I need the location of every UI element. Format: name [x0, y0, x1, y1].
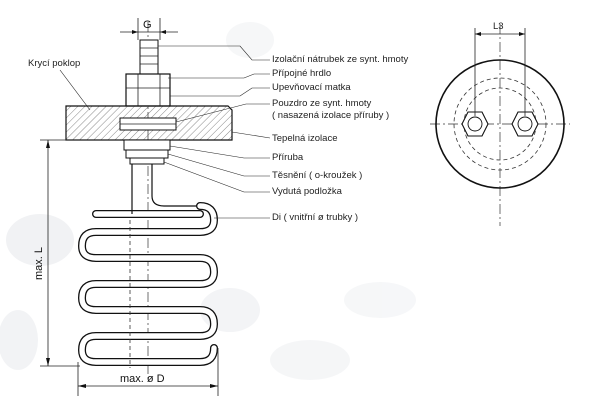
label-kryci-poklop: Krycí poklop — [28, 58, 80, 69]
gasket-o-ring — [125, 149, 169, 159]
label-vyduta-podlozka: Vydutá podložka — [272, 186, 343, 197]
flange — [123, 139, 171, 151]
label-upevnovaci-matka: Upevňovací matka — [272, 82, 351, 93]
right-labels: Izolační nátrubek ze synt. hmoty Přípojn… — [158, 45, 408, 223]
label-tesneni: Těsnění ( o-kroužek ) — [272, 170, 362, 181]
cupped-washer — [129, 157, 165, 165]
label-tepelna-izolace: Tepelná izolace — [272, 133, 338, 144]
element-top-view: L3 — [430, 21, 570, 226]
max-l-label: max. L — [33, 247, 45, 280]
flange-outline — [435, 59, 565, 189]
stud-right — [511, 111, 539, 137]
label-pripojne-hrdlo: Přípojné hrdlo — [272, 68, 331, 79]
insulating-sleeve — [139, 39, 159, 75]
max-d-label: max. ø D — [120, 373, 165, 385]
coil-outline-hidden — [453, 77, 547, 171]
coil-inner — [79, 203, 217, 365]
leader-kryci-poklop — [59, 69, 91, 111]
element-side-view: G — [33, 18, 233, 396]
thread-marks — [140, 47, 158, 65]
g-arrow-left — [132, 30, 138, 34]
label-pouzdro-line1: Pouzdro ze synt. hmoty — [272, 98, 372, 109]
mounting-nut — [125, 73, 171, 107]
l3-label: L3 — [493, 21, 504, 32]
callouts: Krycí poklop Izolační nátrubek ze synt. … — [28, 45, 408, 223]
label-di: Di ( vnitřní ø trubky ) — [272, 212, 358, 223]
label-pouzdro-line2: ( nasazená izolace příruby ) — [272, 110, 389, 121]
background-texture — [0, 22, 416, 380]
label-priruba: Příruba — [272, 152, 304, 163]
g-arrow-right — [160, 30, 166, 34]
label-izolacni-natrubek: Izolační nátrubek ze synt. hmoty — [272, 54, 408, 65]
tube-right — [151, 164, 200, 207]
g-label: G — [143, 19, 152, 31]
heating-coil — [77, 202, 219, 366]
stud-left — [461, 111, 489, 137]
